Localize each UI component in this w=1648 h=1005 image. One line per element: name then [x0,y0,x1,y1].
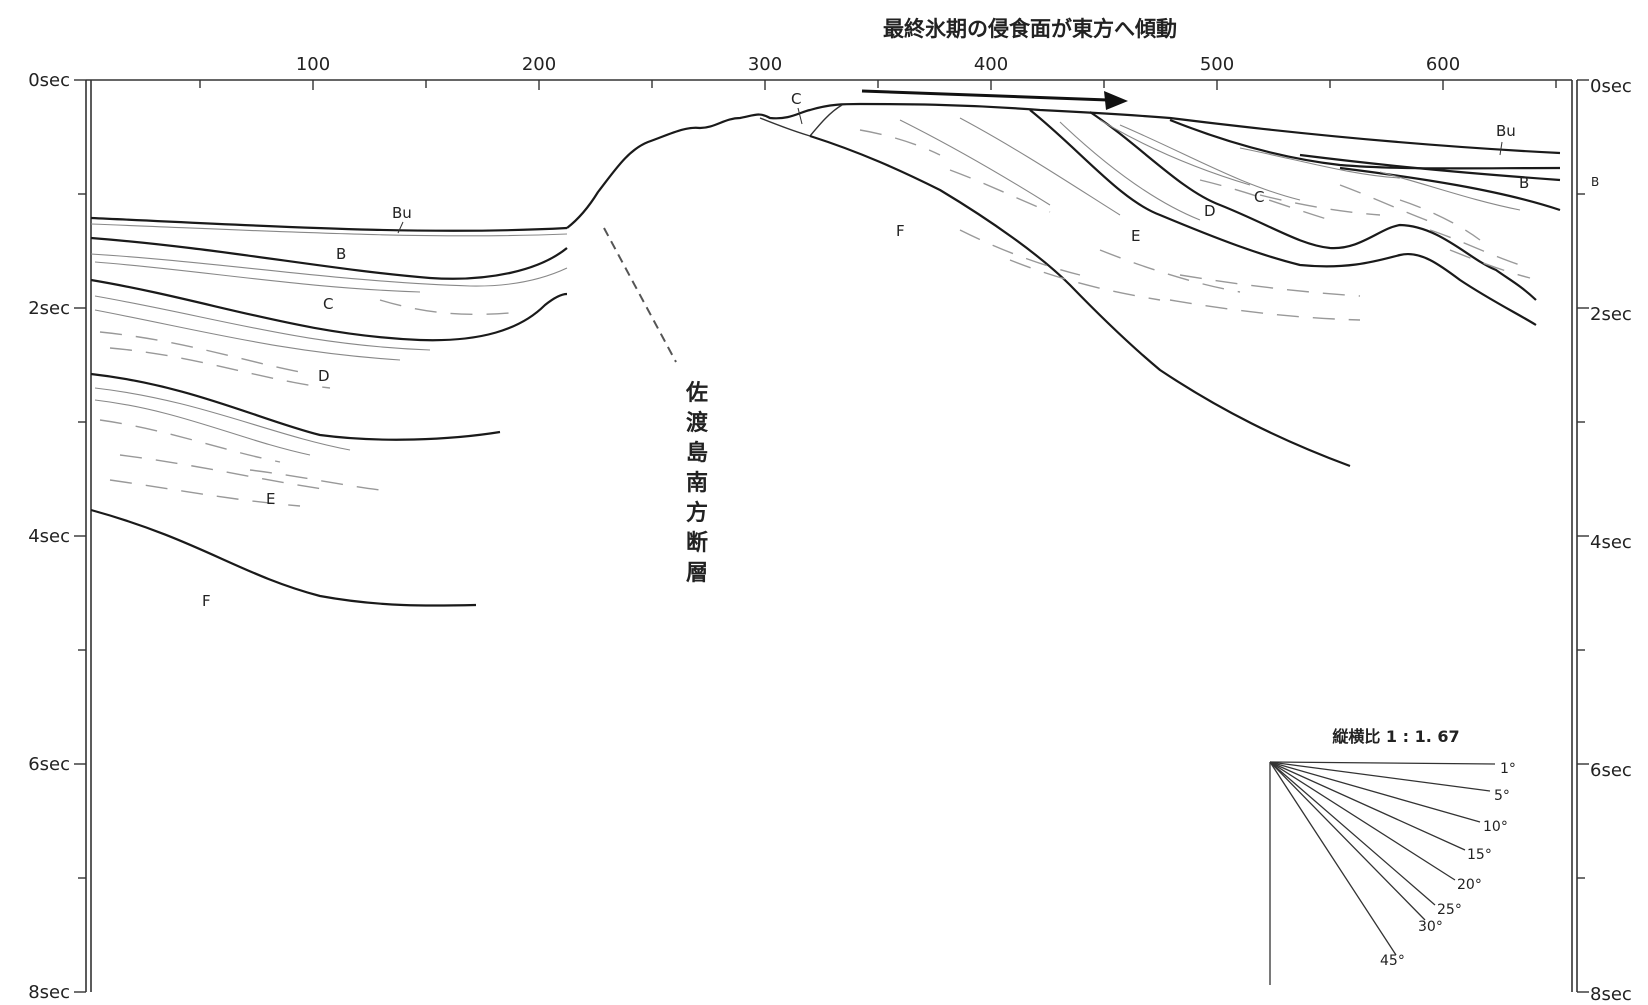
left-tick-0: 0sec [28,70,70,91]
top-tick-200: 200 [522,54,556,75]
unit-labels: Bu B C D E F C F E D C Bu B B [202,90,1599,610]
left-tick-8: 8sec [28,982,70,1003]
fault-label: 佐 渡 島 南 方 断 層 [685,380,709,586]
left-basin-strata [90,216,568,607]
fault-label-char-7: 層 [686,561,708,586]
fault-label-char-4: 南 [686,471,708,496]
angle-label-30: 30° [1418,919,1443,935]
right-tick-4: 4sec [1590,532,1632,553]
unit-label-e-left: E [266,490,275,508]
unit-label-f-right: F [896,222,905,240]
angle-line-45 [1269,761,1397,956]
top-tick-100: 100 [296,54,330,75]
unit-label-d-left: D [318,367,330,385]
fault-label-char-1: 佐 [685,380,708,406]
unit-label-c-right: C [1254,188,1264,206]
angle-line-25 [1269,761,1436,906]
left-tick-4: 4sec [28,526,70,547]
unit-label-bu-right: Bu [1496,122,1516,140]
left-axis: 0sec 2sec 4sec 6sec 8sec [28,70,92,1003]
aspect-ratio-label: 縦横比 1 : 1. 67 [1332,727,1459,746]
unit-label-f-left: F [202,592,211,610]
fault-label-char-5: 方 [686,500,708,526]
top-tick-600: 600 [1426,54,1460,75]
top-tick-300: 300 [748,54,782,75]
angle-label-25: 25° [1437,902,1462,918]
angle-line-10 [1269,761,1481,823]
fault-line [603,227,677,363]
left-tick-6: 6sec [28,754,70,775]
right-tick-6: 6sec [1590,760,1632,781]
top-tick-500: 500 [1200,54,1234,75]
right-tick-8: 8sec [1590,984,1632,1005]
fault-label-char-3: 島 [686,440,708,466]
angle-label-10: 10° [1483,819,1508,835]
top-tick-400: 400 [974,54,1008,75]
angle-label-1: 1° [1500,761,1516,777]
unit-label-c-top: C [791,90,801,108]
unit-label-b-edge: B [1591,175,1599,189]
unit-label-b-right: B [1519,174,1529,192]
tilt-arrow [861,89,1128,110]
central-high [566,102,1561,468]
angle-label-15: 15° [1467,847,1492,863]
diagram-title: 最終氷期の侵食面が東方へ傾動 [883,17,1177,41]
unit-label-e-right: E [1131,227,1140,245]
unit-label-b-left: B [336,245,346,263]
angle-label-5: 5° [1494,788,1510,804]
fault-label-char-6: 断 [686,530,708,556]
left-tick-2: 2sec [28,298,70,319]
unit-label-bu-left: Bu [392,204,412,222]
angle-label-20: 20° [1457,877,1482,893]
right-tick-0: 0sec [1590,76,1632,97]
unit-label-c-left: C [323,295,333,313]
angle-line-5 [1269,761,1491,792]
fault-label-char-2: 渡 [686,410,709,436]
angle-line-15 [1269,761,1466,851]
unit-label-d-right: D [1204,202,1216,220]
top-axis: 100 200 300 400 500 600 [86,54,1572,90]
angle-line-20 [1269,761,1456,881]
angle-line-1 [1269,761,1496,765]
right-tick-2: 2sec [1590,304,1632,325]
dip-angle-scale: 縦横比 1 : 1. 67 1° 5° 10° 15° 20° 25° 30° … [1269,727,1516,985]
right-axis: 0sec 2sec 4sec 6sec 8sec [1571,76,1632,1005]
angle-label-45: 45° [1380,953,1405,969]
angle-line-30 [1269,761,1426,921]
